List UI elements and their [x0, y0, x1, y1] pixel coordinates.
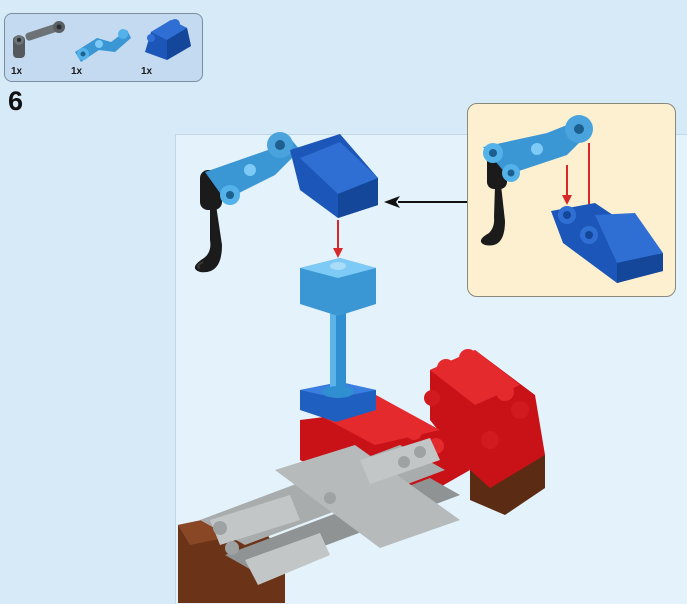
step-number: 6	[8, 86, 24, 116]
parts-list: 1x 1x 1x	[4, 13, 203, 82]
azure-pole	[322, 300, 354, 398]
blue-slope-brick	[290, 134, 378, 218]
azure-hinge-plate-icon	[75, 29, 131, 62]
callout-illustration	[480, 115, 663, 283]
grey-rail-track	[200, 438, 460, 585]
part-qty: 1x	[11, 66, 23, 77]
part-qty: 1x	[141, 66, 153, 77]
part-qty: 1x	[71, 66, 83, 77]
blue-slope-brick-icon	[145, 19, 191, 60]
azure-hinge-arm	[205, 132, 300, 205]
azure-brick	[300, 258, 376, 316]
callout-pointer-arrow	[384, 196, 467, 208]
grey-crane-arm-icon	[13, 21, 65, 58]
red-arrow-down	[333, 220, 343, 258]
red-brick-wall	[424, 349, 545, 488]
